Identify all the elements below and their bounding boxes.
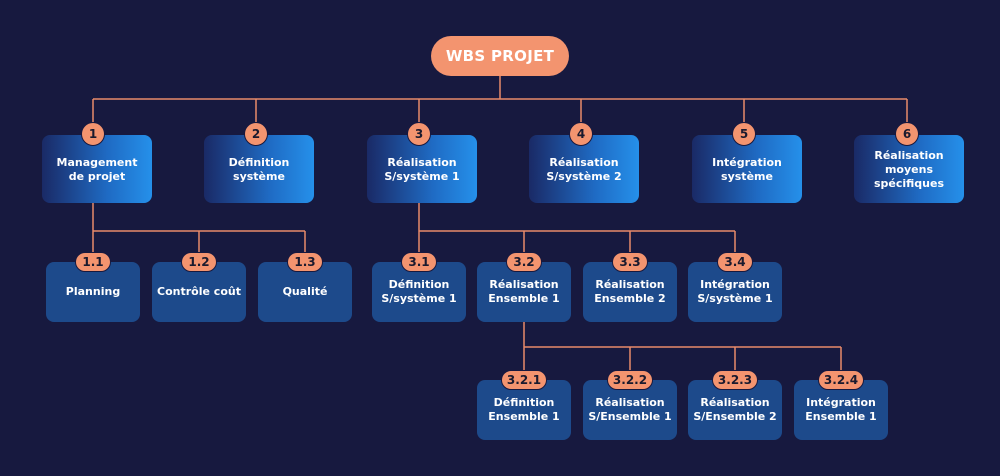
number-badge: 1.3 [287, 252, 323, 272]
node-planning: Planning [46, 262, 140, 322]
node-definition-ensemble-1: Définition Ensemble 1 [477, 380, 571, 440]
number-badge: 3.2.4 [818, 370, 864, 390]
number-badge: 5 [732, 122, 756, 146]
node-integration-ssysteme-1: Intégration S/système 1 [688, 262, 782, 322]
number-badge: 4 [569, 122, 593, 146]
node-qualite: Qualité [258, 262, 352, 322]
root-label: WBS PROJET [445, 47, 555, 65]
node-label: Réalisation Ensemble 1 [488, 278, 560, 305]
node-label: Définition S/système 1 [381, 278, 457, 305]
number-badge: 2 [244, 122, 268, 146]
node-label: Qualité [282, 285, 328, 298]
node-label: Définition Ensemble 1 [488, 396, 560, 423]
node-integration-ensemble-1: Intégration Ensemble 1 [794, 380, 888, 440]
node-label: Planning [65, 285, 121, 298]
node-label: Intégration S/système 1 [697, 278, 773, 305]
number-badge: 3.2.1 [501, 370, 547, 390]
node-label: Réalisation S/système 1 [384, 156, 460, 183]
node-label: Contrôle coût [157, 285, 241, 298]
root-node: WBS PROJET [431, 36, 569, 76]
node-realisation-ssysteme-2: Réalisation S/système 2 [529, 135, 639, 203]
number-badge: 3.1 [401, 252, 437, 272]
node-management: Management de projet [42, 135, 152, 203]
number-badge: 3.2.2 [607, 370, 653, 390]
number-badge: 6 [895, 122, 919, 146]
node-label: Définition système [228, 156, 290, 183]
node-realisation-ensemble-1: Réalisation Ensemble 1 [477, 262, 571, 322]
node-label: Management de projet [56, 156, 138, 183]
node-label: Réalisation S/système 2 [546, 156, 622, 183]
number-badge: 3.3 [612, 252, 648, 272]
number-badge: 3.2 [506, 252, 542, 272]
number-badge: 3 [407, 122, 431, 146]
node-label: Intégration Ensemble 1 [805, 396, 877, 423]
node-realisation-moyens: Réalisation moyens spécifiques [854, 135, 964, 203]
node-realisation-ssysteme-1: Réalisation S/système 1 [367, 135, 477, 203]
node-definition-ssysteme-1: Définition S/système 1 [372, 262, 466, 322]
node-label: Réalisation moyens spécifiques [873, 149, 945, 190]
node-realisation-sensemble-1: Réalisation S/Ensemble 1 [583, 380, 677, 440]
node-integration-systeme: Intégration système [692, 135, 802, 203]
node-label: Réalisation Ensemble 2 [594, 278, 666, 305]
node-label: Intégration système [712, 156, 782, 183]
node-label: Réalisation S/Ensemble 2 [693, 396, 777, 423]
number-badge: 1.1 [75, 252, 111, 272]
number-badge: 3.2.3 [712, 370, 758, 390]
node-realisation-ensemble-2: Réalisation Ensemble 2 [583, 262, 677, 322]
node-controle-cout: Contrôle coût [152, 262, 246, 322]
node-label: Réalisation S/Ensemble 1 [588, 396, 672, 423]
node-definition-systeme: Définition système [204, 135, 314, 203]
number-badge: 3.4 [717, 252, 753, 272]
number-badge: 1 [81, 122, 105, 146]
number-badge: 1.2 [181, 252, 217, 272]
node-realisation-sensemble-2: Réalisation S/Ensemble 2 [688, 380, 782, 440]
